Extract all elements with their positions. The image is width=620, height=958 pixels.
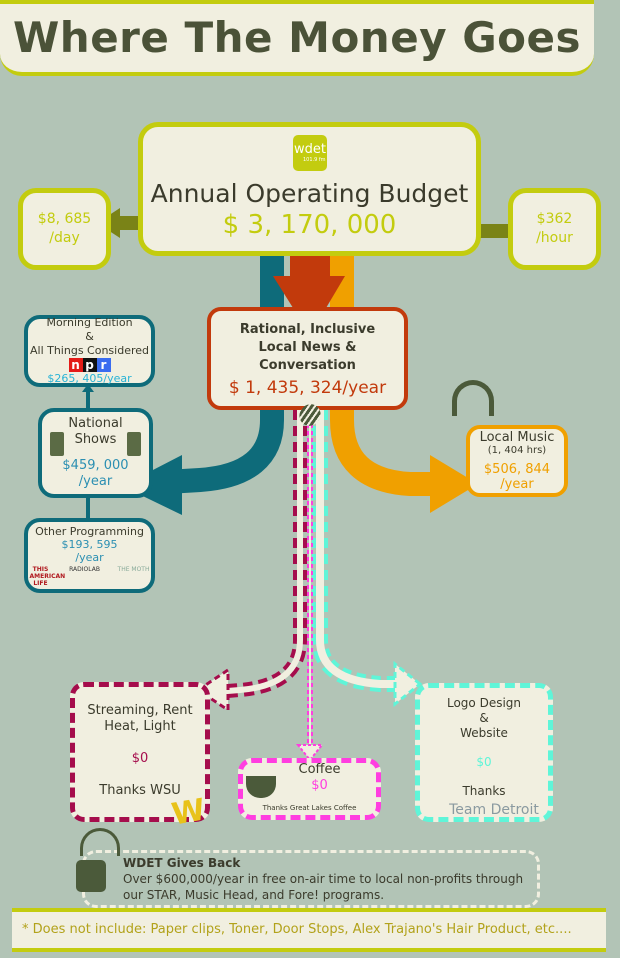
orange-flow: [330, 256, 440, 496]
logo-design-box: Logo Design&Website $0 Thanks Team Detro…: [415, 683, 553, 822]
red-arrow: [273, 276, 345, 335]
local-news-box: Rational, Inclusive Local News & Convers…: [207, 307, 408, 410]
headphones-icon: [452, 380, 494, 416]
aqua-arrow: [393, 660, 423, 708]
this-american-life-logo: THIS AMERICAN LIFE: [29, 566, 66, 587]
budget-label: Annual Operating Budget: [150, 179, 469, 208]
gives-back-box: WDET Gives Back Over $600,000/year in fr…: [82, 850, 540, 908]
maroon-arrow: [195, 667, 230, 713]
title-banner: Where The Money Goes: [0, 0, 594, 76]
radiolab-logo: RADIOLAB: [69, 566, 100, 573]
arrow-to-day: [118, 216, 140, 230]
aqua-flow: [312, 410, 405, 692]
local-music-box: Local Music (1, 404 hrs) $506, 844/year: [466, 425, 568, 497]
arrow-to-hour: [480, 224, 510, 238]
other-programming-box: Other Programming $193, 595/year THIS AM…: [24, 518, 155, 593]
budget-amount: $ 3, 170, 000: [222, 210, 397, 240]
teal-flow: [149, 256, 284, 495]
magenta-arrow: [295, 744, 325, 762]
orange-arrow-head: [430, 455, 478, 513]
team-detroit-logo: Team Detroit: [449, 802, 539, 818]
wsu-logo: W: [169, 792, 208, 833]
footnote: * Does not include: Paper clips, Toner, …: [12, 908, 606, 952]
per-hour-box: $362/hour: [508, 188, 601, 270]
signal-icon: [80, 828, 120, 856]
page-title: Where The Money Goes: [12, 13, 582, 62]
coffee-cup-icon: [246, 776, 276, 798]
per-day-box: $8, 685/day: [18, 188, 111, 270]
speaker-icon: [50, 432, 64, 456]
the-moth-logo: THE MOTH: [117, 566, 150, 573]
radio-icon: [76, 860, 106, 892]
speaker-icon: [127, 432, 141, 456]
red-arrow-stem: [290, 256, 330, 278]
